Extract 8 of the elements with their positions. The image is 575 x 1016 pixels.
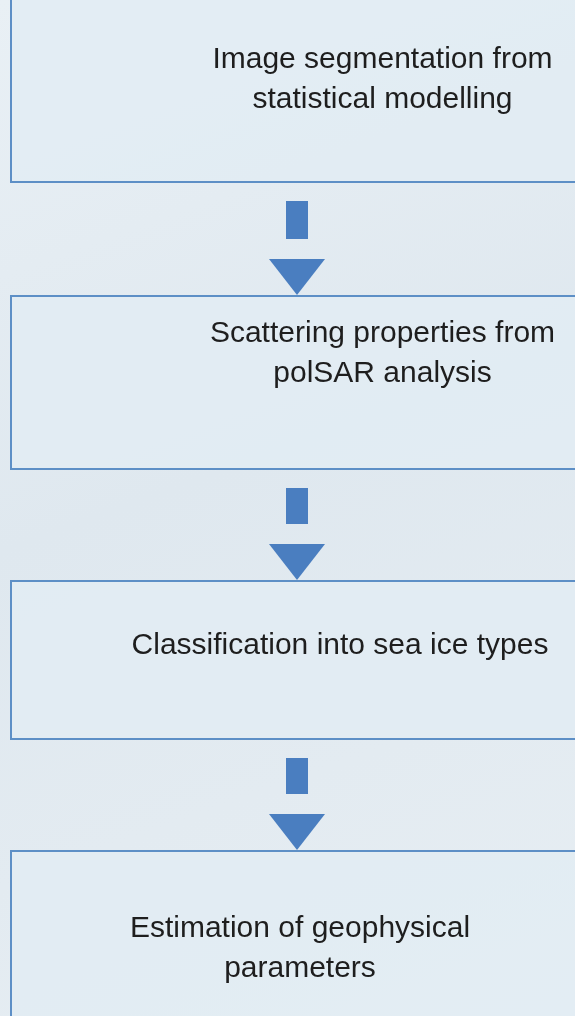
box-label: Estimation of geophysical parameters: [128, 909, 472, 985]
box-label: Classification into sea ice types: [131, 626, 549, 662]
box-label: Scattering properties from polSAR analysis: [208, 314, 557, 390]
process-box: [10, 295, 575, 470]
box-label: Image segmentation from statistical modelling: [211, 40, 554, 116]
process-box: [10, 850, 575, 1016]
process-box: [10, 0, 575, 183]
process-box: [10, 580, 575, 740]
